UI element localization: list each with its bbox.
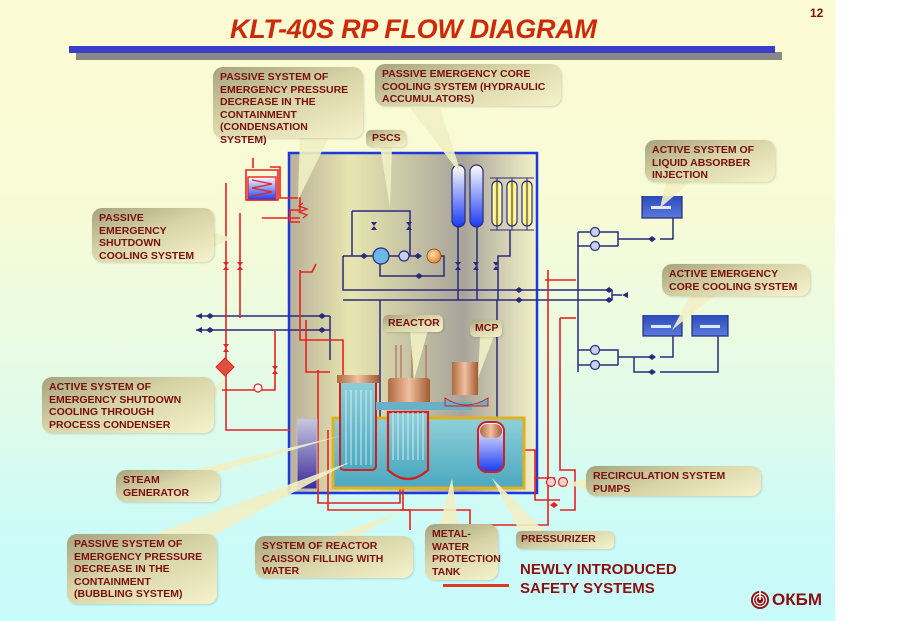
legend-line-2: SAFETY SYSTEMS xyxy=(520,580,655,597)
callout-passive-shutdown-cooling: PASSIVE EMERGENCY SHUTDOWN COOLING SYSTE… xyxy=(92,208,214,262)
okbm-logo: ОКБМ xyxy=(750,590,822,610)
steam-generator xyxy=(337,375,379,471)
callout-metal-water-tank: METAL-WATER PROTECTION TANK xyxy=(425,524,501,580)
legend-red-line xyxy=(443,584,509,587)
callout-condensation-system: PASSIVE SYSTEM OF EMERGENCY PRESSURE DEC… xyxy=(213,67,363,146)
pscs-heat-exchanger xyxy=(372,247,390,265)
recirculation-pumps xyxy=(545,476,569,488)
legend: NEWLY INTRODUCED SAFETY SYSTEMS xyxy=(520,560,677,598)
slide: 12 KLT-40S RP FLOW DIAGRAM xyxy=(0,0,835,621)
pscs-pump xyxy=(398,250,410,262)
valves-new xyxy=(223,262,558,508)
bubbling-tank xyxy=(296,418,318,490)
condenser-pump xyxy=(253,383,263,393)
main-circulation-pump xyxy=(444,362,489,407)
absorber-tank xyxy=(641,196,683,219)
eccs-tank-2 xyxy=(691,315,729,337)
process-condenser xyxy=(215,357,235,377)
reactor-vessel xyxy=(376,345,472,481)
pressurizer-vessel xyxy=(477,421,505,473)
condensation-coil xyxy=(297,202,309,219)
callout-pointers xyxy=(138,108,714,540)
emergency-heat-exchanger xyxy=(247,176,277,201)
pscs-tank xyxy=(426,248,442,264)
eccs-pumps xyxy=(589,226,601,371)
callout-pscs: PSCS xyxy=(366,130,406,147)
callout-bubbling-system: PASSIVE SYSTEM OF EMERGENCY PRESSURE DEC… xyxy=(67,534,217,604)
callout-process-condenser: ACTIVE SYSTEM OF EMERGENCY SHUTDOWN COOL… xyxy=(42,377,214,433)
callout-liquid-absorber: ACTIVE SYSTEM OF LIQUID ABSORBER INJECTI… xyxy=(645,140,775,182)
title-rule xyxy=(69,46,775,53)
okbm-emblem-icon xyxy=(751,591,769,609)
callout-mcp: MCP xyxy=(470,320,502,337)
callout-caisson-filling: SYSTEM OF REACTOR CAISSON FILLING WITH W… xyxy=(255,536,413,578)
callout-hydraulic-accumulators: PASSIVE EMERGENCY CORE COOLING SYSTEM (H… xyxy=(375,64,561,106)
flow-diagram xyxy=(138,108,729,540)
legend-line-1: NEWLY INTRODUCED xyxy=(520,561,677,578)
callout-reactor: REACTOR xyxy=(383,315,443,332)
eccs-tank-1 xyxy=(642,315,683,337)
valves-existing xyxy=(196,222,656,375)
callout-steam-generator: STEAM GENERATOR xyxy=(116,470,220,502)
slide-title: KLT-40S RP FLOW DIAGRAM xyxy=(230,14,597,44)
callout-recirculation-pumps: RECIRCULATION SYSTEM PUMPS xyxy=(586,466,761,496)
page-number: 12 xyxy=(810,6,824,20)
logo-text: ОКБМ xyxy=(772,590,822,609)
callout-pressurizer: PRESSURIZER xyxy=(516,531,614,549)
callout-active-eccs: ACTIVE EMERGENCY CORE COOLING SYSTEM xyxy=(662,264,810,296)
title-rule-shadow xyxy=(76,52,782,60)
